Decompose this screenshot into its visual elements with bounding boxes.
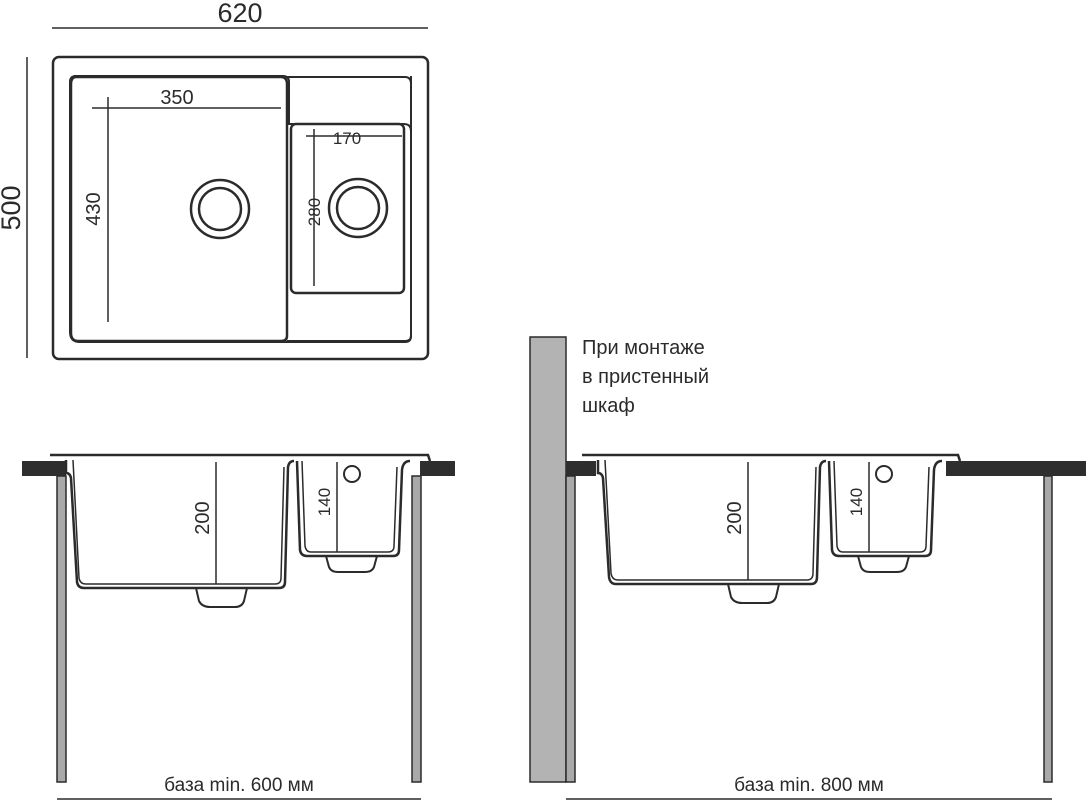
overall-depth-label: 500 — [0, 185, 26, 230]
mounting-note-line2: в пристенный — [582, 366, 709, 388]
left-sink-rim — [50, 453, 432, 462]
right-sink-rim — [582, 453, 962, 462]
right-cabinet-inner-panel — [565, 475, 576, 783]
left-base-label: база min. 600 мм — [164, 775, 314, 796]
main-drain-outer — [189, 178, 251, 240]
countertop-right-left-segment — [566, 461, 596, 476]
left-small-bowl — [295, 459, 411, 558]
small-bowl-outline — [289, 122, 406, 295]
right-small-bowl — [827, 459, 943, 558]
right-small-bowl-inner — [833, 460, 930, 553]
mounting-note-line1: При монтаже — [582, 337, 705, 359]
right-base-label: база min. 800 мм — [734, 775, 884, 796]
overall-width-label: 620 — [217, 0, 262, 28]
small-drain-outer — [327, 177, 389, 239]
left-small-bowl-inner — [301, 460, 398, 553]
main-drain-inner — [197, 186, 243, 232]
right-small-height-label: 140 — [847, 488, 866, 516]
left-main-drain — [195, 587, 248, 608]
sink-outer-outline — [51, 55, 430, 361]
left-small-height-label: 140 — [315, 488, 334, 516]
cabinet-left-panel — [56, 475, 67, 783]
left-main-bowl — [64, 459, 295, 590]
left-main-bowl-inner — [72, 459, 285, 585]
right-main-bowl — [596, 459, 827, 586]
main-bowl-depth-label: 430 — [83, 192, 105, 225]
countertop-left-segment — [22, 461, 66, 476]
right-main-height-label: 200 — [724, 501, 746, 534]
right-main-bowl-inner — [604, 459, 817, 581]
wall-cabinet-panel — [529, 336, 567, 783]
left-small-drain — [325, 555, 378, 573]
top-view — [26, 27, 430, 361]
small-bowl-depth-label: 280 — [305, 198, 324, 226]
right-overflow-circle — [875, 465, 893, 483]
countertop-right-right-segment — [946, 461, 1086, 476]
main-bowl-width-label: 350 — [160, 87, 193, 109]
countertop-right-segment — [420, 461, 455, 476]
small-drain-inner — [335, 185, 381, 231]
side-view-right — [529, 336, 1086, 800]
main-bowl-outline — [69, 75, 289, 343]
small-bowl-width-label: 170 — [333, 129, 361, 148]
left-main-height-label: 200 — [192, 501, 214, 534]
mounting-note-line3: шкаф — [582, 395, 635, 417]
right-small-drain — [857, 555, 910, 573]
left-overflow-circle — [343, 465, 361, 483]
side-view-left — [22, 453, 455, 800]
right-main-drain — [727, 583, 780, 604]
rim-right-edge — [287, 76, 412, 342]
cabinet-right-panel — [411, 475, 422, 783]
right-cabinet-far-panel — [1043, 475, 1053, 783]
